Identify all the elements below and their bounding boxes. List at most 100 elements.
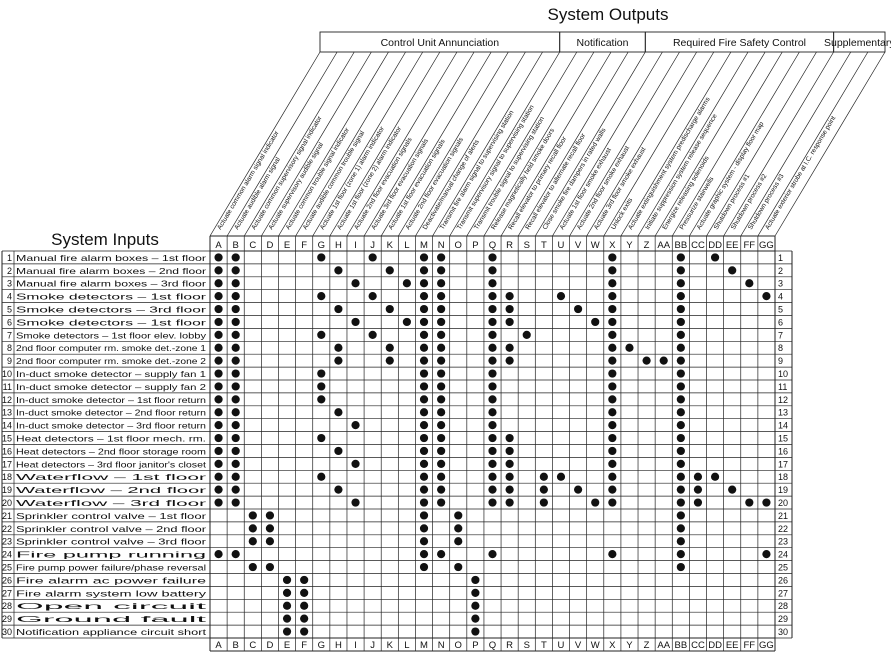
matrix-dot [608,498,617,507]
matrix-dot [214,317,223,327]
matrix-dot [539,485,548,494]
matrix-dot [300,588,309,597]
row-number-right: 10 [778,369,788,379]
footer-letter-G: G [318,640,325,651]
matrix-dot [437,498,446,507]
header-letter-W: W [591,240,600,251]
header-letter-U: U [558,240,565,251]
matrix-dot [368,292,377,301]
header-letter-DD: DD [708,240,722,251]
matrix-dot [248,537,257,546]
matrix-dot [368,253,377,262]
matrix-dot [231,433,240,443]
matrix-dot [214,369,223,378]
matrix-dot [437,304,446,314]
matrix-dot [676,266,685,275]
matrix-dot [608,485,617,494]
header-letter-I: I [354,240,357,251]
matrix-dot [317,292,326,301]
row-label: Manual fire alarm boxes – 2nd floor [16,266,206,276]
header-letter-AA: AA [657,240,670,251]
matrix-dot [488,421,497,430]
matrix-dot [402,317,411,327]
row-number-right: 22 [778,524,788,534]
matrix-dot [608,382,617,391]
matrix-dot [676,330,685,339]
matrix-dot [265,562,275,572]
row-number-right: 4 [778,292,783,302]
matrix-dot [419,459,429,468]
row-number-left: 23 [2,537,12,547]
matrix-dot [505,433,514,443]
row-label: Fire alarm ac power failure [16,575,207,585]
matrix-dot [488,253,497,262]
row-number-right: 21 [778,511,788,521]
row-number-left: 9 [7,356,12,366]
row-label: 2nd floor computer rm. smoke det.-zone 2 [16,356,206,366]
row-number-right: 5 [778,305,783,315]
matrix-dot [608,446,617,456]
row-label: Waterflow – 3rd floor [16,498,207,508]
footer-letter-K: K [387,640,394,651]
matrix-dot [419,343,429,352]
row-label: Manual fire alarm boxes – 1st floor [16,253,206,263]
header-letter-FF: FF [744,240,756,251]
row-number-left: 2 [7,266,12,276]
row-number-left: 30 [2,627,12,637]
matrix-dot [608,356,617,365]
matrix-dot [265,524,275,533]
matrix-dot [608,292,617,301]
matrix-dot [419,562,429,572]
row-number-right: 23 [778,537,788,547]
matrix-dot [419,395,429,404]
row-number-left: 22 [2,524,12,534]
matrix-dot [591,498,600,507]
row-number-left: 15 [2,434,12,444]
row-number-right: 19 [778,485,788,495]
row-number-left: 5 [7,305,12,315]
matrix-dot [676,356,685,365]
matrix-dot [676,292,685,301]
matrix-dot [505,343,514,352]
matrix-dot [231,459,240,468]
header-letter-BB: BB [674,240,687,251]
matrix-dot [419,524,429,533]
matrix-dot [248,524,257,533]
footer-letter-A: A [215,640,222,651]
row-number-left: 20 [2,498,12,508]
footer-letter-B: B [233,640,239,651]
row-number-right: 24 [778,550,788,560]
row-number-left: 3 [7,279,12,289]
matrix-dot [231,279,240,288]
matrix-dot [334,485,343,494]
footer-letter-N: N [438,640,445,651]
row-number-left: 7 [7,330,12,340]
header-letter-F: F [301,240,307,251]
header-letter-E: E [284,240,290,251]
matrix-dot [676,524,685,533]
matrix-dot [317,369,326,378]
matrix-dot [402,279,411,288]
matrix-dot [419,266,429,275]
row-label: Ground fault [16,614,209,624]
matrix-dot [282,588,292,597]
matrix-dot [419,498,429,507]
row-number-right: 16 [778,446,788,456]
row-number-right: 1 [778,253,783,263]
matrix-dot [419,382,429,391]
header-letter-X: X [609,240,616,251]
matrix-dot [214,433,223,443]
matrix-dot [231,498,240,507]
footer-letter-P: P [472,640,478,651]
matrix-dot [437,369,446,378]
matrix-dot [214,498,223,507]
group-label-3: Supplementary [824,37,891,49]
matrix-dot [265,511,275,520]
matrix-dot [728,485,737,494]
matrix-dot [419,472,429,481]
header-letter-Z: Z [644,240,650,251]
header-letter-M: M [420,240,428,251]
matrix-dot [488,382,497,391]
row-number-left: 10 [2,369,12,379]
